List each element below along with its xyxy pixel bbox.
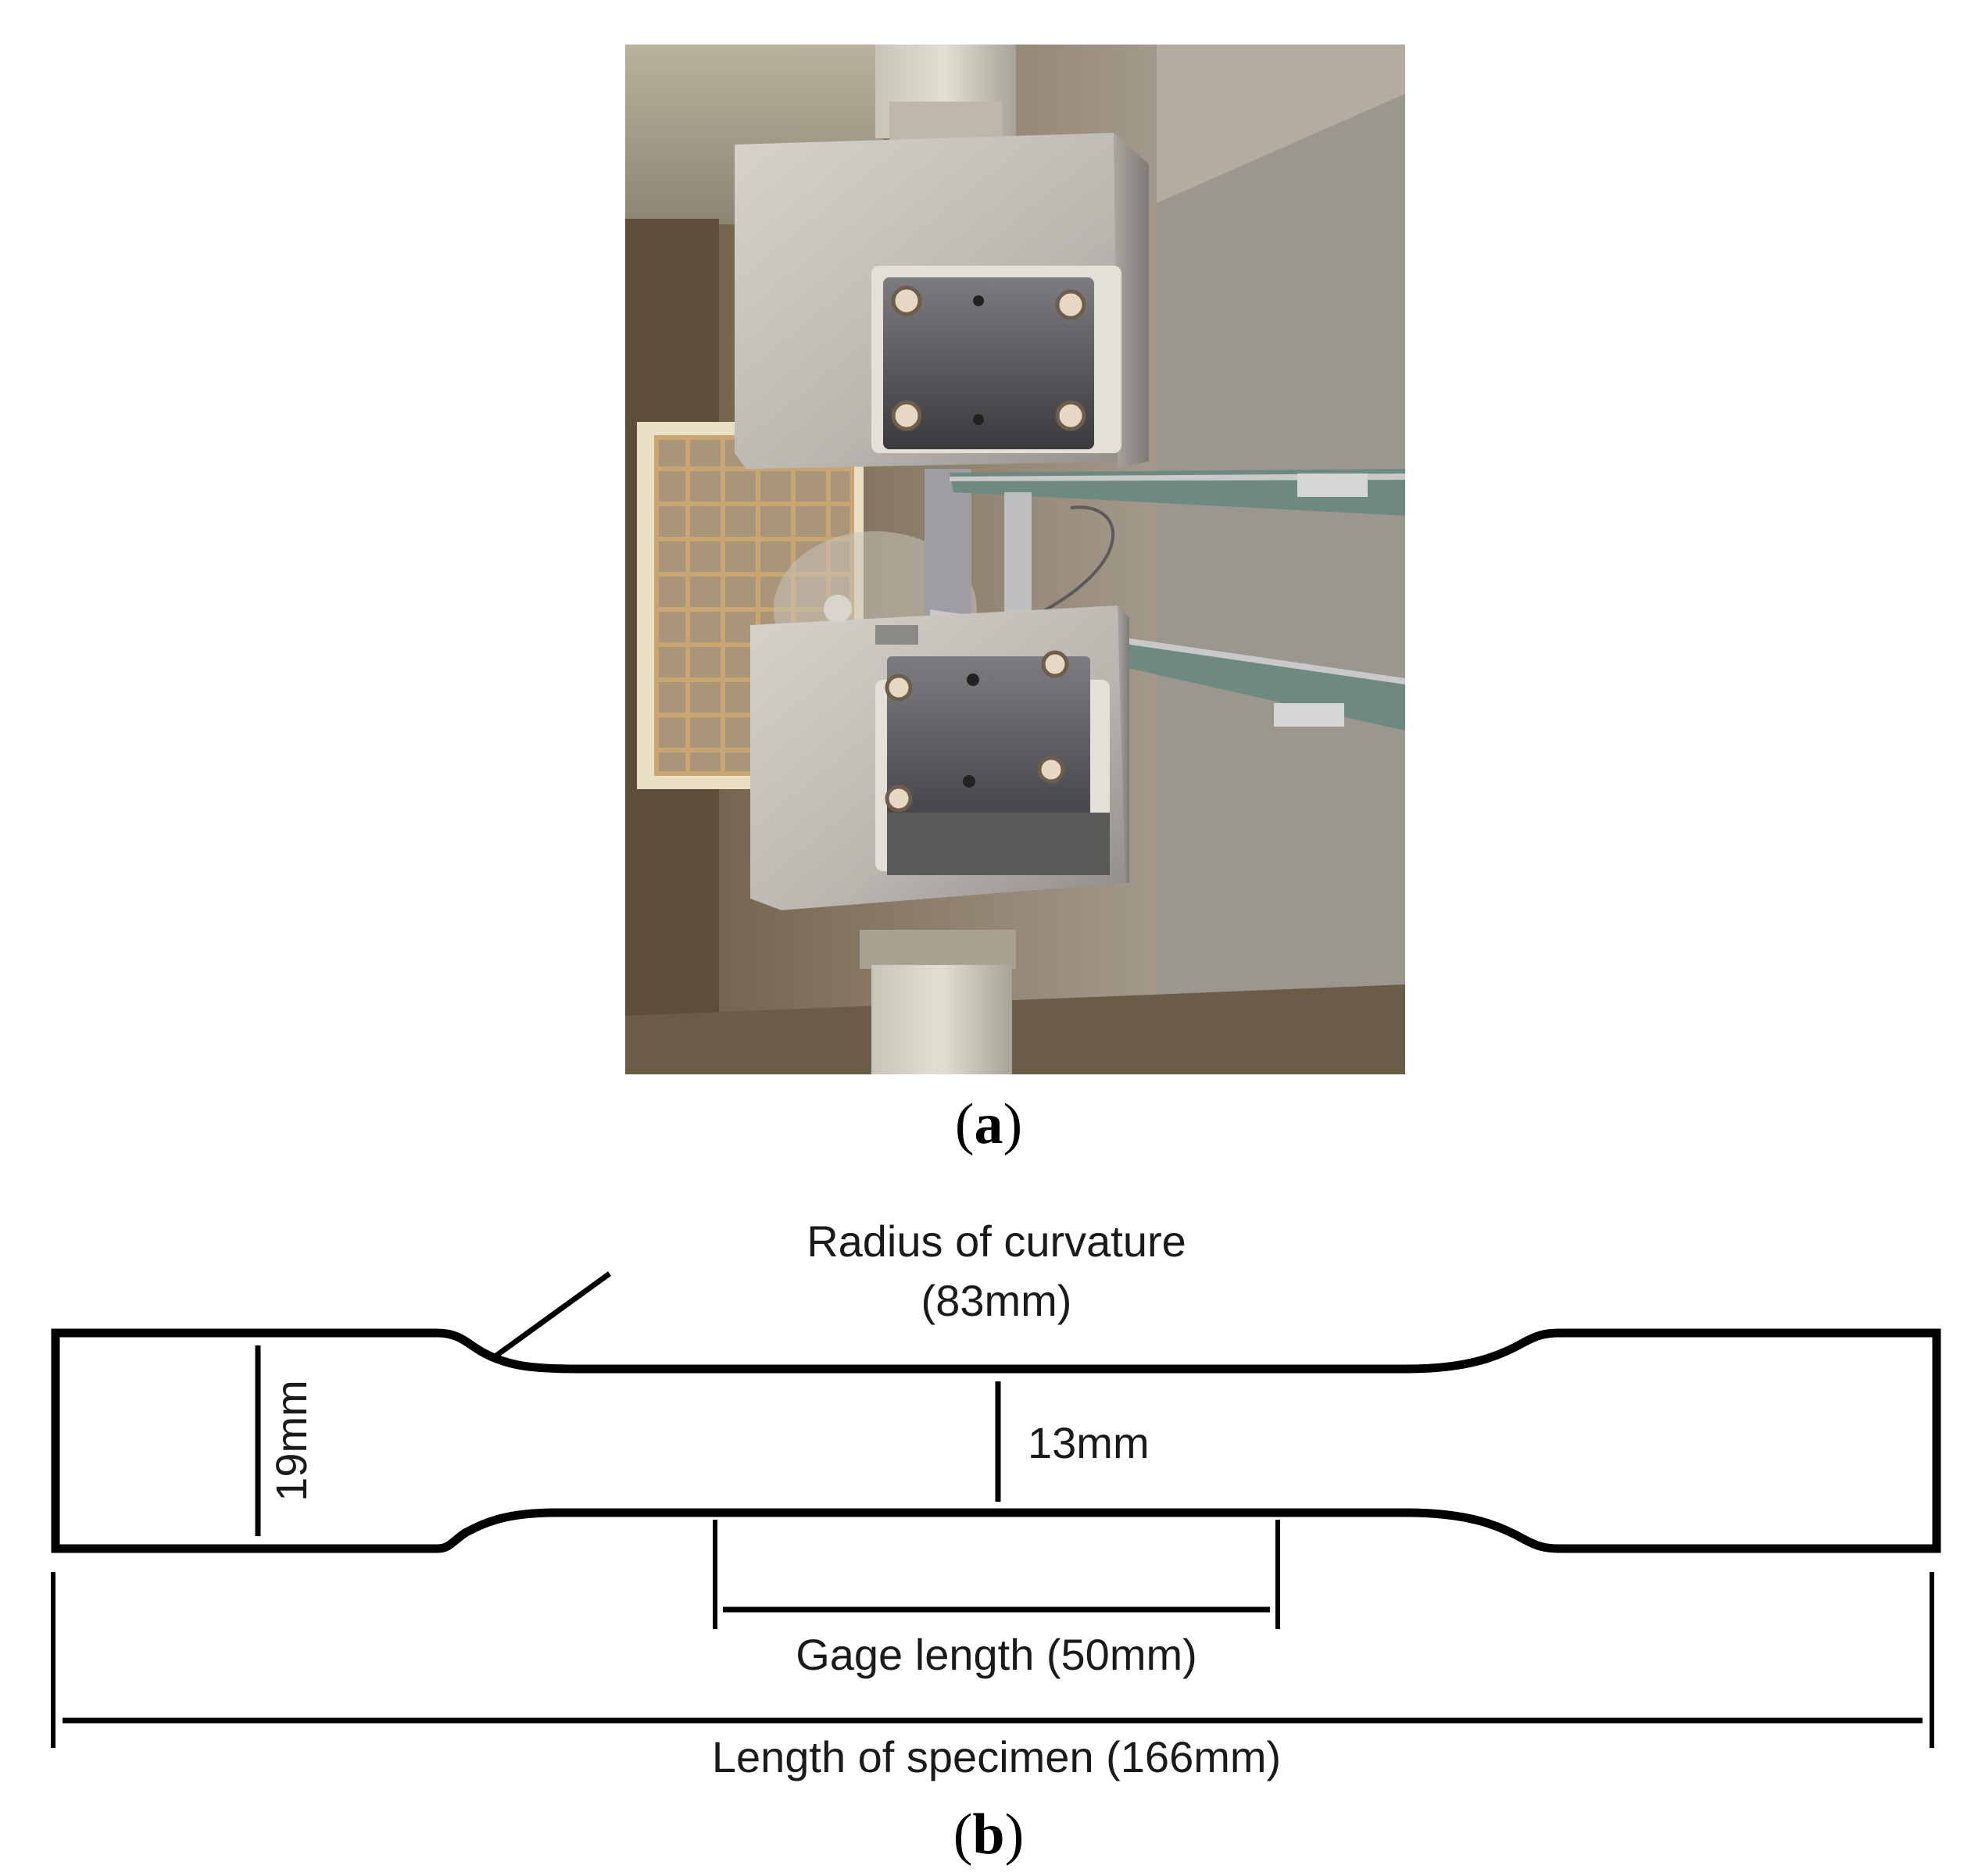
gauge-width-label: 13mm xyxy=(1028,1418,1150,1467)
caption-a: (a) xyxy=(955,1092,1022,1156)
gage-length-label: Gage length (50mm) xyxy=(796,1630,1197,1679)
specimen-outline xyxy=(51,1328,1941,1553)
grip-width-label: 19mm xyxy=(266,1380,316,1502)
specimen-drawing: Radius of curvature (83mm) 19mm 13mm Gag… xyxy=(51,1217,1941,1781)
radius-leader-arrow xyxy=(488,1271,612,1362)
radius-label-line2: (83mm) xyxy=(921,1276,1072,1325)
total-length-label: Length of specimen (166mm) xyxy=(712,1732,1281,1781)
caption-b: (b) xyxy=(953,1803,1024,1867)
specimen-grip-photo xyxy=(625,45,1405,1074)
upper-grip xyxy=(735,133,1149,469)
lower-grip xyxy=(750,595,1129,910)
radius-label-line1: Radius of curvature xyxy=(807,1217,1186,1266)
